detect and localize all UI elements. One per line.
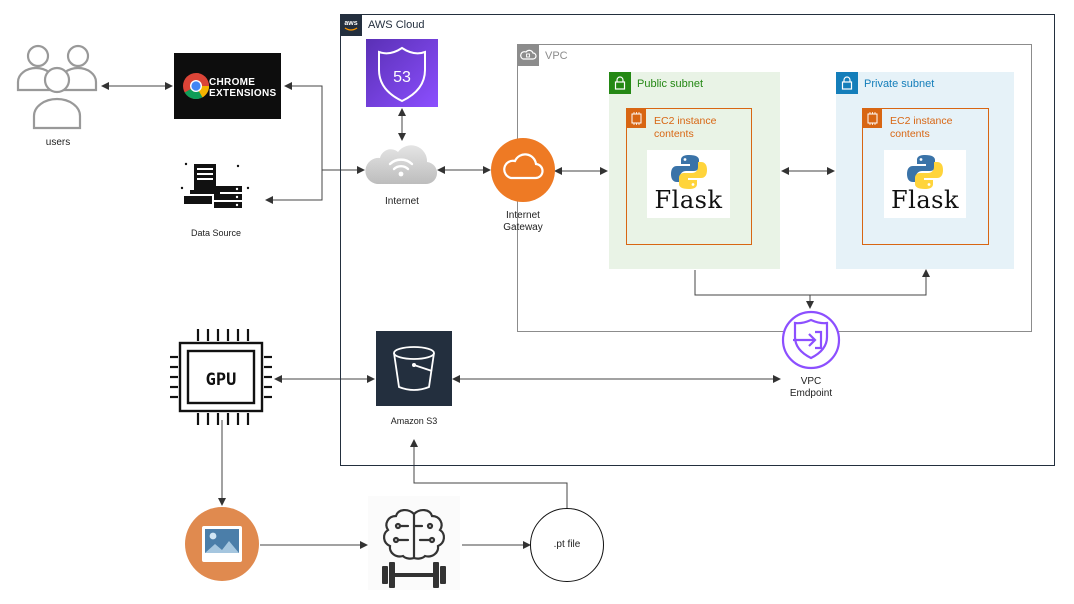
ec2-public-title-line1: EC2 instance xyxy=(654,115,717,127)
route53-text: 53 xyxy=(393,69,411,86)
chip-icon xyxy=(863,109,882,128)
python-icon xyxy=(907,155,943,189)
vpc-cloud-icon xyxy=(517,44,539,66)
ec2-private-title-line2: contents xyxy=(890,128,930,140)
users-label: users xyxy=(45,137,71,148)
chrome-text-line1: CHROME xyxy=(209,77,256,88)
pt-file-label: .pt file xyxy=(553,539,581,550)
chrome-icon xyxy=(183,73,210,100)
flask-text: Flask xyxy=(891,186,959,214)
vpc-endpoint-label-line2: Emdpoint xyxy=(789,388,833,399)
data-source-icon xyxy=(178,158,253,213)
internet-label: Internet xyxy=(385,196,419,207)
lock-icon xyxy=(836,72,858,94)
ec2-public-container xyxy=(626,108,752,245)
edge-datasource-internet xyxy=(265,170,323,204)
edge-chrome-internet xyxy=(284,82,365,174)
route53-icon: 53 xyxy=(366,39,438,107)
internet-gateway-icon xyxy=(491,138,555,202)
ec2-public-title-line2: contents xyxy=(654,128,694,140)
python-icon xyxy=(670,155,707,189)
public-subnet-title: Public subnet xyxy=(637,78,704,90)
aws-cloud-title: AWS Cloud xyxy=(368,19,425,31)
gpu-text: GPU xyxy=(206,370,237,390)
gpu-icon: GPU xyxy=(170,325,274,429)
users-icon xyxy=(14,42,104,132)
image-icon xyxy=(185,507,259,581)
aws-logo-text: aws xyxy=(344,20,357,27)
flask-text: Flask xyxy=(654,186,723,214)
ec2-private-container xyxy=(862,108,989,245)
pt-file-node xyxy=(530,508,604,582)
aws-logo-icon: aws xyxy=(340,14,362,36)
flask-logo-public: Flask xyxy=(647,150,730,218)
igw-label-line2: Gateway xyxy=(503,222,543,233)
training-brain-icon xyxy=(368,496,460,590)
chrome-extensions-badge: CHROME EXTENSIONS xyxy=(174,53,281,119)
igw-label-line1: Internet xyxy=(506,210,540,221)
chrome-text-line2: EXTENSIONS xyxy=(209,88,277,99)
private-subnet-title: Private subnet xyxy=(864,78,935,90)
vpc-title: VPC xyxy=(545,50,568,62)
vpc-endpoint-label-line1: VPC xyxy=(800,376,822,387)
aws-cloud-group xyxy=(340,14,1055,466)
amazon-s3-icon xyxy=(376,331,452,406)
chip-icon xyxy=(627,109,646,128)
edge-ptfile-s3 xyxy=(410,439,568,508)
ec2-private-title-line1: EC2 instance xyxy=(890,115,953,127)
flask-logo-private: Flask xyxy=(884,150,966,218)
vpc-endpoint-icon xyxy=(781,310,841,370)
amazon-s3-label: Amazon S3 xyxy=(390,416,438,426)
lock-icon xyxy=(609,72,631,94)
data-source-label: Data Source xyxy=(190,228,242,238)
internet-cloud-icon xyxy=(365,140,438,188)
